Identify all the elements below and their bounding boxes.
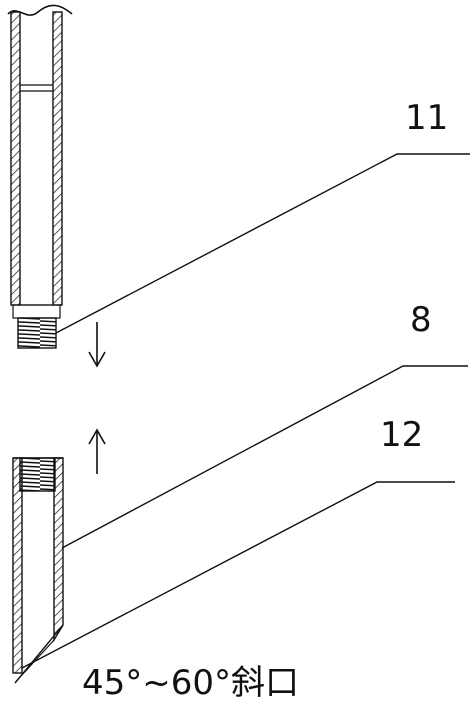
upper-pipe-collar: [12, 304, 61, 319]
lower-pipe-right-wall: [53, 457, 64, 643]
lower-pipe-bevel-edge-inner: [21, 639, 55, 676]
arrow-down-icon: [88, 322, 106, 368]
leader-line-12: [21, 481, 455, 669]
arrow-up-icon: [88, 428, 106, 474]
lower-pipe-thread: [19, 457, 56, 492]
bevel-angle-annotation: 45°~60°斜口: [82, 663, 300, 703]
upper-pipe: [7, 4, 470, 349]
label-8: 8: [410, 300, 432, 340]
label-12: 12: [380, 415, 424, 455]
upper-pipe-left-wall: [10, 11, 21, 306]
upper-pipe-break: [7, 4, 73, 16]
upper-pipe-right-wall: [52, 11, 63, 306]
label-11: 11: [405, 98, 449, 138]
lower-pipe-left-wall: [12, 457, 23, 674]
leader-line-11: [55, 153, 470, 334]
lower-pipe: [12, 365, 468, 684]
leader-line-8: [61, 365, 468, 549]
upper-pipe-thread: [17, 317, 57, 349]
